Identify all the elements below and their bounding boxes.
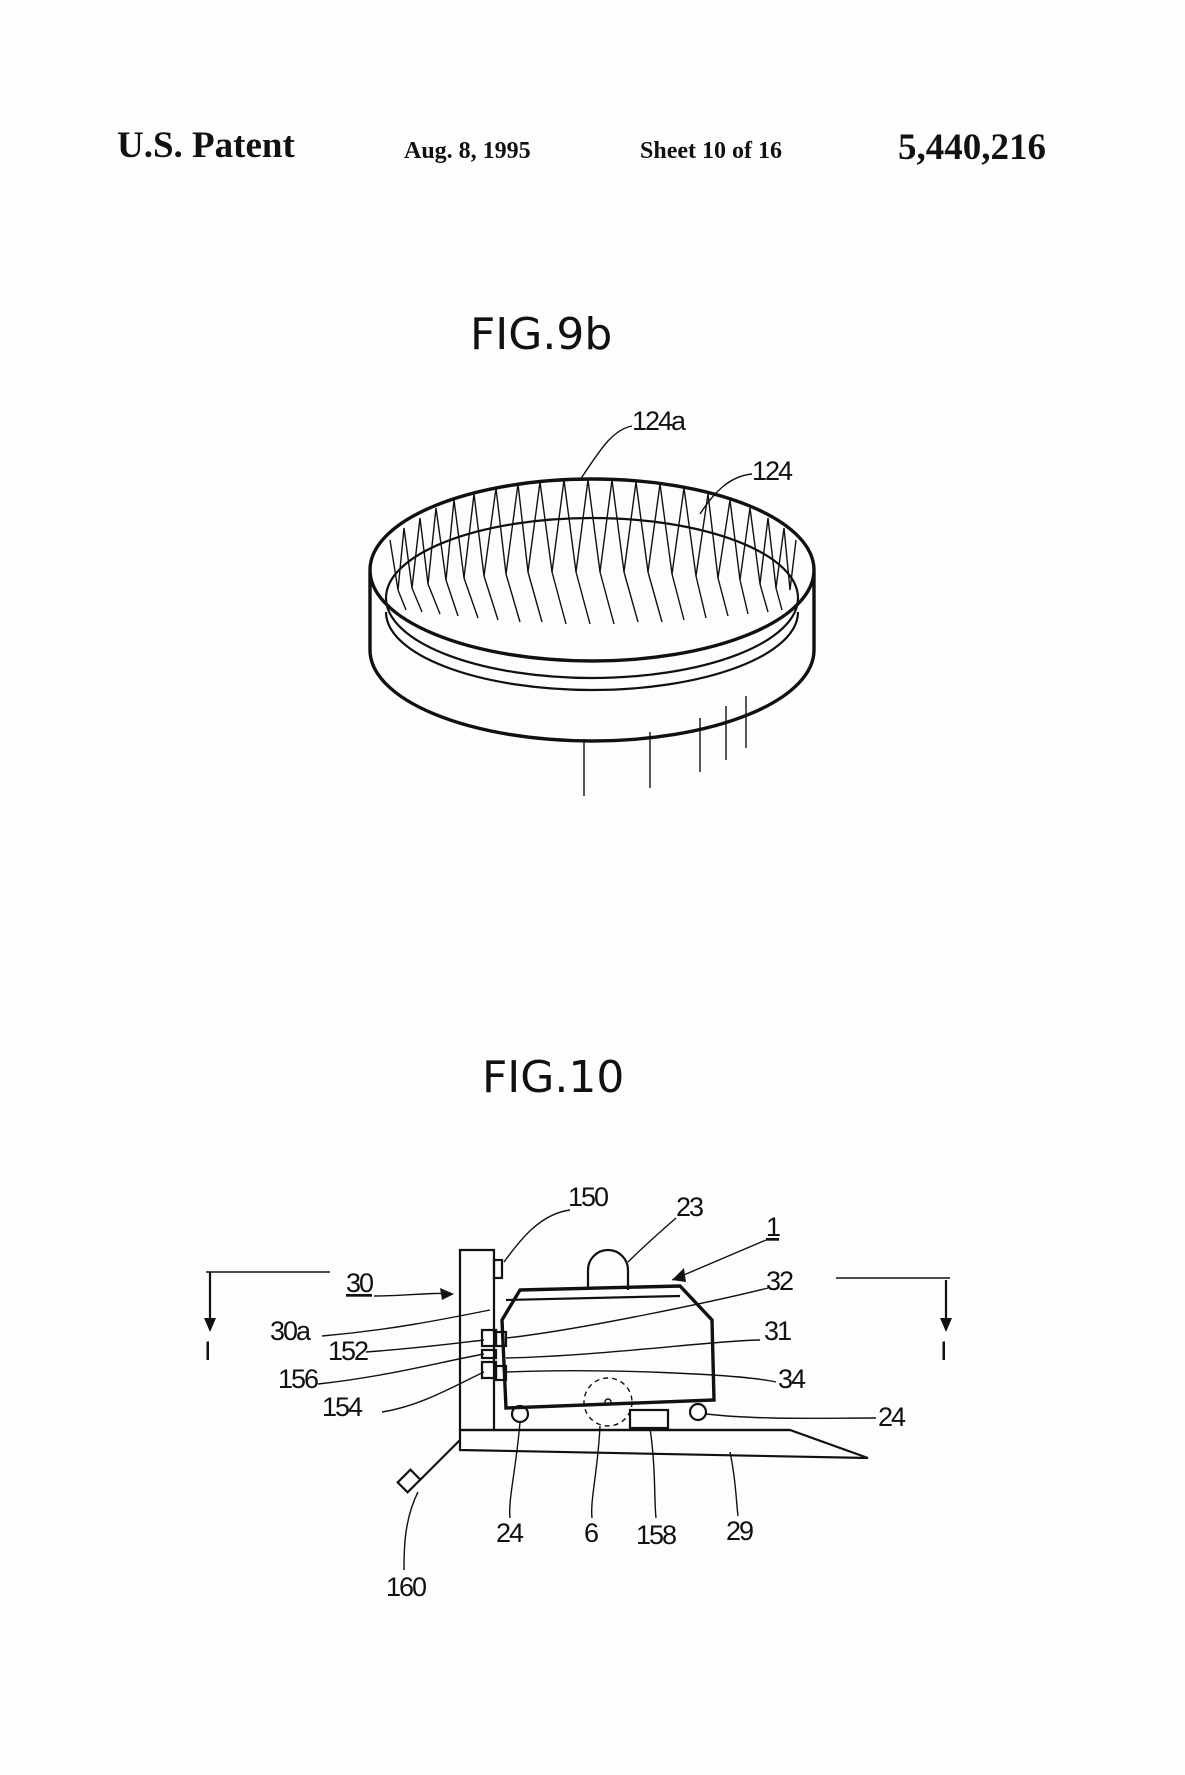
ref-160: 160: [386, 1572, 426, 1602]
ref-152: 152: [328, 1336, 368, 1366]
robot-top-edge: [505, 1294, 681, 1302]
header-patent-number: 5,440,216: [898, 127, 1046, 168]
leader-154: [381, 1371, 485, 1413]
ring-serrated-surface: [389, 479, 797, 591]
ref-section-i-right: I: [940, 1336, 946, 1366]
ref-124: 124: [752, 456, 793, 486]
leader-6: [590, 1425, 601, 1519]
leader-31: [505, 1339, 761, 1359]
contact-31: [494, 1364, 508, 1382]
ref-150: 150: [568, 1182, 608, 1212]
leader-30-arrowhead: [440, 1288, 454, 1300]
leader-1: [671, 1239, 767, 1281]
stand-wall: [458, 1248, 496, 1432]
contact-32: [494, 1330, 508, 1348]
leader-150: [503, 1209, 571, 1263]
sensor-dome: [586, 1248, 630, 1290]
ref-24-right: 24: [878, 1402, 906, 1432]
ring-band-line: [384, 611, 800, 692]
leader-24-right: [705, 1413, 877, 1420]
fig10-leaders: [317, 1209, 877, 1571]
section-arrowhead-left: [204, 1318, 216, 1332]
robot-body: [500, 1284, 716, 1410]
ref-6: 6: [584, 1518, 598, 1548]
ring-outer-top-rim: [368, 477, 816, 663]
ref-158: 158: [636, 1520, 676, 1550]
fig10-title: FIG.10: [482, 1052, 624, 1103]
drive-wheel: [583, 1377, 633, 1427]
header-date: Aug. 8, 1995: [404, 138, 531, 164]
drive-wheel-hub: [604, 1398, 612, 1406]
leader-32: [505, 1287, 769, 1339]
caster-wheel-right: [688, 1402, 708, 1422]
ref-30: 30: [346, 1268, 373, 1298]
leader-34: [505, 1370, 777, 1383]
ref-154: 154: [322, 1392, 363, 1422]
ref-23: 23: [676, 1192, 703, 1222]
ref-1: 1: [766, 1212, 780, 1242]
leader-124a: [579, 425, 633, 481]
section-arrowhead-right: [940, 1318, 952, 1332]
ring-bottom-rim: [368, 649, 816, 743]
power-plug: [396, 1468, 422, 1494]
leader-160: [403, 1491, 419, 1571]
ring-inner-opening: [384, 516, 800, 680]
leader-156: [317, 1353, 485, 1385]
ref-29: 29: [726, 1516, 753, 1546]
base-plate: [458, 1428, 869, 1460]
ref-32: 32: [766, 1266, 793, 1296]
leader-152: [365, 1339, 485, 1353]
leader-24-left: [508, 1421, 521, 1519]
ring-drawing: [368, 477, 816, 796]
leader-1-arrowhead: [672, 1268, 686, 1282]
charging-stand: [396, 1248, 869, 1494]
leader-30: [373, 1292, 453, 1297]
leader-30a: [321, 1309, 491, 1337]
ref-124a: 124a: [632, 406, 687, 436]
charging-plate-158: [628, 1408, 670, 1430]
leader-29: [729, 1451, 739, 1517]
leader-124: [699, 473, 753, 515]
header-sheet: Sheet 10 of 16: [640, 138, 782, 164]
figure-9b: FIG.9b: [368, 309, 816, 796]
fig9b-title: FIG.9b: [470, 309, 612, 360]
ring-serrated-surface-inner: [397, 571, 783, 625]
ref-156: 156: [278, 1364, 318, 1394]
leader-158: [649, 1427, 657, 1519]
stand-connector-150: [492, 1258, 504, 1280]
ref-section-i-left: I: [204, 1336, 210, 1366]
ref-34: 34: [778, 1364, 806, 1394]
power-cord: [419, 1439, 461, 1481]
header-title: U.S. Patent: [117, 125, 295, 166]
ref-24-left: 24: [496, 1518, 524, 1548]
leader-23: [627, 1217, 677, 1263]
ref-30a: 30a: [270, 1316, 312, 1346]
ref-31: 31: [764, 1316, 791, 1346]
figure-10: FIG.10 I I: [204, 1052, 952, 1602]
